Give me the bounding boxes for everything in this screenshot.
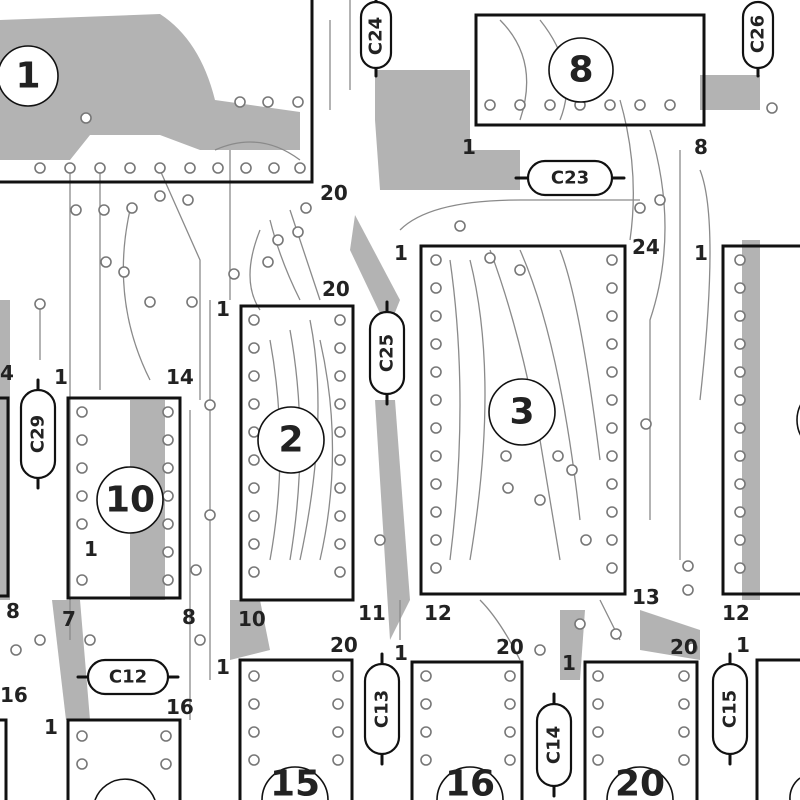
pin-label: 1 [84,537,98,561]
pin-label: 20 [330,633,358,657]
copper-areas [0,14,760,720]
pin-label: 1 [562,651,576,675]
pin-label: 1 [736,633,750,657]
ic-8-label-circle [548,37,614,103]
capacitor-c23: C23 [514,159,626,197]
pin-label: 7 [62,607,76,631]
pin-label: 1 [216,297,230,321]
ic-10-label: 10 [105,480,155,521]
pin-label: 16 [0,683,28,707]
ic-3: 3 [419,244,627,596]
pin-label: 10 [238,607,266,631]
c13-label: C13 [372,690,393,728]
via-pads [10,96,778,656]
ic-20-label-circle [606,766,674,800]
ic-15-label-circle [261,766,329,800]
pin-label: 13 [632,585,660,609]
ic-1: 1 [0,0,314,184]
pin-label: 8 [182,605,196,629]
c15-label: C15 [720,690,741,728]
pin-label: 12 [424,601,452,625]
ic-bottom-right-partial [755,658,800,800]
pin-label: 16 [166,695,194,719]
pin-label: 8 [694,135,708,159]
pin-label: 14 [166,365,194,389]
ic-2-label: 2 [278,420,303,461]
c12-label: C12 [109,667,147,688]
pin-label: 20 [322,277,350,301]
capacitor-c24: C24 [359,0,393,78]
ic-16: 16 [410,660,524,800]
ic-2-label-circle [257,406,325,474]
ic-10: 10 [66,396,182,600]
ic-8: 8 [474,13,706,127]
c25-label: C25 [377,334,398,372]
pin-label: 4 [0,361,14,385]
c14-label: C14 [544,726,565,764]
capacitor-c15: C15 [711,652,749,766]
ic-15-label: 15 [270,764,320,800]
ic-15: 15 [238,658,354,800]
pin-label: 20 [320,181,348,205]
pin-label: 20 [496,635,524,659]
pin-label: 1 [216,655,230,679]
pin-label: 1 [394,641,408,665]
ic-right-partial [721,244,800,596]
pin-label: 8 [6,599,20,623]
ic-8-label: 8 [568,50,593,91]
capacitor-c13: C13 [363,652,401,766]
c26-label: C26 [748,15,769,53]
capacitor-c25: C25 [368,300,406,406]
ic-bottom-left-edge [0,718,8,800]
capacitor-c29: C29 [19,378,57,490]
pin-label: 20 [670,635,698,659]
ic-3-label-circle [488,378,556,446]
ic-2: 2 [239,304,355,602]
ic-16-label: 16 [445,764,495,800]
ic-1-label: 1 [15,56,40,97]
ic-bottom-left-partial [66,718,182,800]
ic-1-label-circle [0,45,59,107]
ic-1-pins [34,162,306,174]
c29-label: C29 [28,415,49,453]
ic-10-label-circle [96,466,164,534]
pin-label: 12 [722,601,750,625]
capacitor-c14: C14 [535,692,573,798]
pin-label: 1 [462,135,476,159]
pin-label: 1 [394,241,408,265]
pin-label: 1 [44,715,58,739]
pin-label: 1 [694,241,708,265]
ic-20: 20 [583,660,699,800]
pin-label: 11 [358,601,386,625]
c24-label: C24 [366,17,387,55]
pin-numbers: 20 1 8 20 1 24 1 1 14 1 4 1 8 7 8 10 11 … [0,135,750,739]
c23-label: C23 [551,168,589,189]
pin-label: 24 [632,235,660,259]
ic-20-label: 20 [615,764,665,800]
pin-label: 1 [54,365,68,389]
ic-16-label-circle [436,766,504,800]
ic-3-label: 3 [509,392,534,433]
capacitor-c26: C26 [741,0,775,78]
capacitor-c12: C12 [76,658,180,696]
ic-left-partial [0,396,10,598]
